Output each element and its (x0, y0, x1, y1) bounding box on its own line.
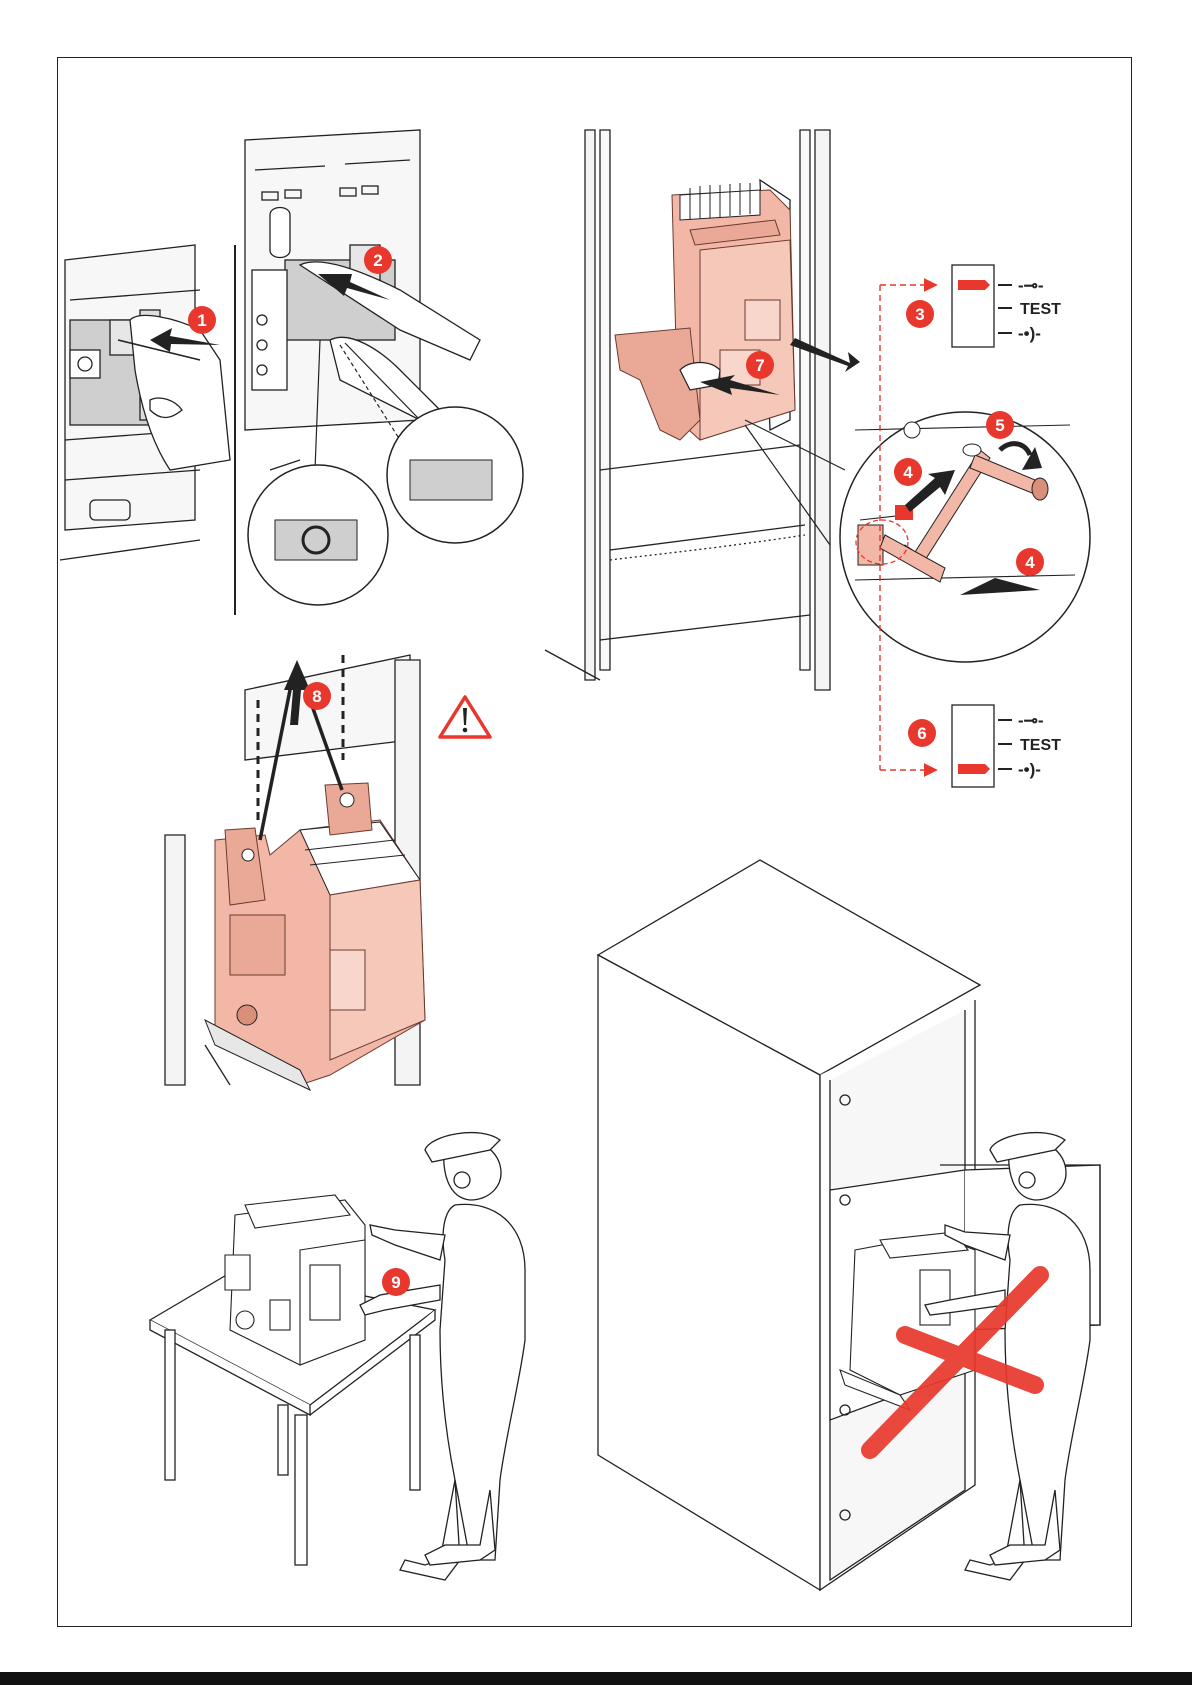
breaker-lifted (205, 783, 425, 1090)
magnifier-open-indicator (248, 465, 388, 605)
warning-triangle-icon (440, 697, 490, 737)
svg-text:9: 9 (391, 1273, 400, 1292)
svg-text:2: 2 (373, 251, 382, 270)
breaker-in-cubicle (615, 183, 795, 440)
svg-text:1: 1 (197, 311, 206, 330)
step-badge-8: 8 (303, 682, 331, 710)
step-badge-5: 5 (986, 411, 1014, 439)
step-badge-2: 2 (364, 246, 392, 274)
step-badge-9: 9 (382, 1268, 410, 1296)
indicator-top-symbol-disconnected: -•)- (1018, 324, 1041, 343)
svg-text:4: 4 (903, 463, 913, 482)
position-indicator-bottom: -⊸- TEST -•)- (952, 705, 1061, 787)
indicator-top-symbol-connected: -⊸- (1018, 276, 1044, 295)
step-badge-7: 7 (746, 351, 774, 379)
step-badge-4a: 4 (894, 458, 922, 486)
step-badge-6: 6 (908, 719, 936, 747)
svg-text:6: 6 (917, 724, 926, 743)
indicator-bottom-symbol-connected: -⊸- (1018, 711, 1044, 730)
position-indicator-top: -⊸- TEST -•)- (952, 265, 1061, 347)
step-badge-4b: 4 (1016, 548, 1044, 576)
panel-step1-push-open (60, 245, 235, 615)
step-badge-3: 3 (906, 300, 934, 328)
indicator-bottom-symbol-test: TEST (1020, 737, 1061, 754)
svg-text:4: 4 (1025, 553, 1035, 572)
bottom-edge-strip (0, 1672, 1192, 1685)
svg-text:3: 3 (915, 305, 924, 324)
svg-text:7: 7 (755, 356, 764, 375)
magnifier-crank (840, 412, 1090, 662)
svg-text:8: 8 (312, 687, 321, 706)
indicator-bottom-symbol-disconnected: -•)- (1018, 760, 1041, 779)
magnifier-closed-indicator (387, 407, 523, 543)
step-badge-1: 1 (188, 306, 216, 334)
indicator-top-symbol-test: TEST (1020, 301, 1061, 318)
svg-text:5: 5 (995, 416, 1004, 435)
